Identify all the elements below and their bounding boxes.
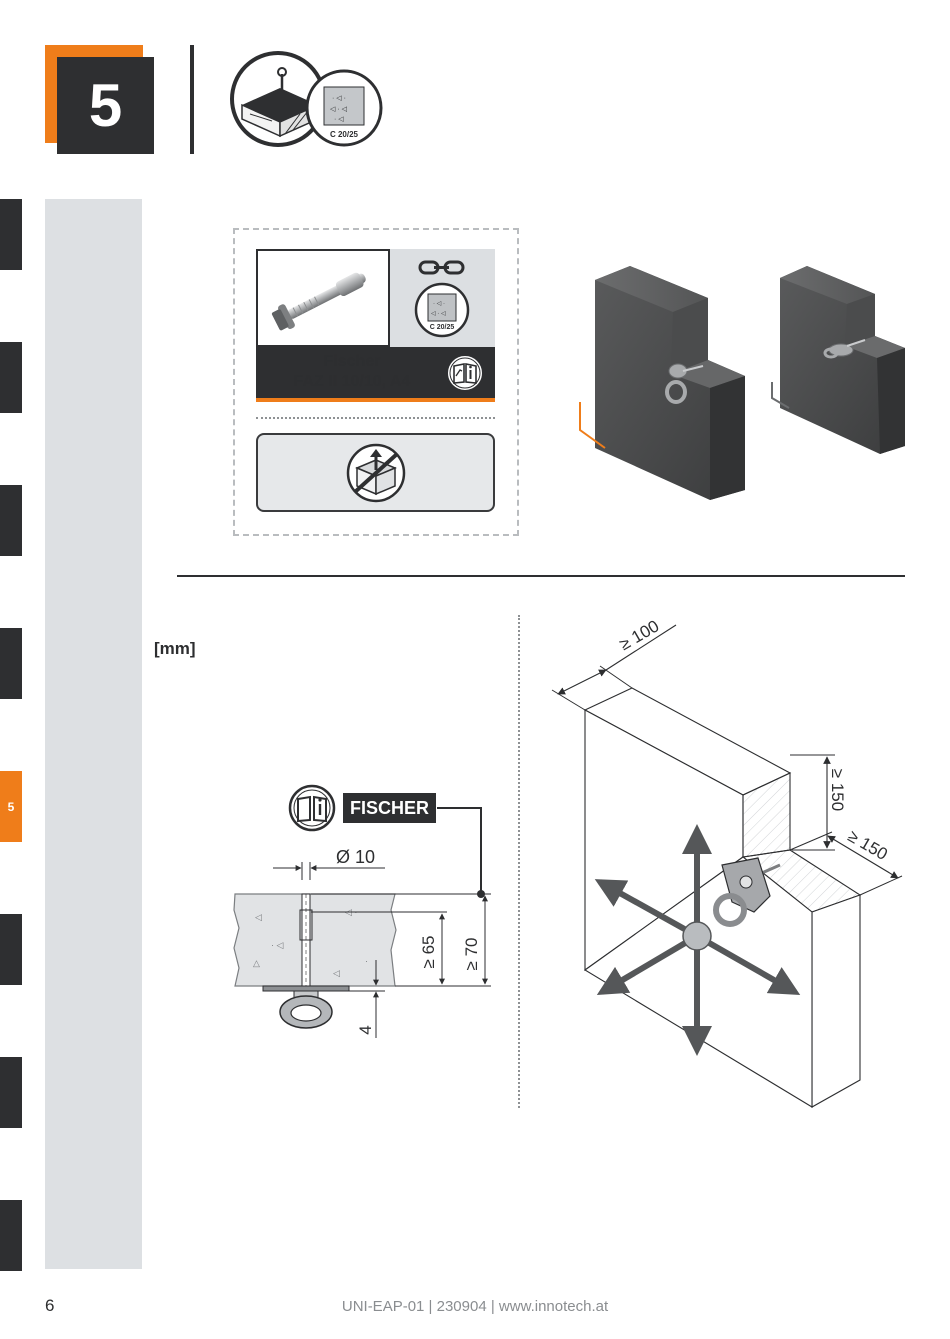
svg-text:◁: ◁ — [333, 968, 340, 978]
side-tab[interactable] — [0, 914, 22, 985]
svg-text:◁: ◁ — [255, 912, 262, 922]
svg-text:· ◁: · ◁ — [271, 940, 283, 950]
anchor-eye-icon — [713, 857, 781, 927]
anchor-eye-icon — [823, 339, 866, 359]
anchor-photo — [256, 249, 390, 347]
block-wall-corner — [579, 266, 745, 500]
drill-depth-label: ≥ 70 — [462, 938, 481, 971]
page-number: 6 — [45, 1296, 55, 1315]
anchor-eye-icon — [665, 363, 704, 404]
dotted-separator — [256, 417, 495, 419]
concrete-ceiling-icon: · ◁ · ◁ · ◁ · ◁ C 20/25 — [230, 51, 383, 147]
section-divider — [177, 575, 905, 577]
header-divider — [190, 45, 194, 154]
concrete-slab — [233, 893, 397, 987]
not-included-icon — [346, 443, 406, 503]
concrete-grade-label: C 20/25 — [330, 130, 359, 139]
side-tab[interactable]: 5 — [0, 771, 22, 842]
side-tab[interactable] — [0, 628, 22, 699]
product-name: Fischer FAZ II 10/10, A4 — [262, 352, 442, 392]
anchor-bolt-icon — [271, 272, 366, 331]
manual-icon — [288, 784, 336, 832]
plate-gap-label: 4 — [356, 1025, 375, 1034]
anchor-section-drawing: Ø 10 ◁ ◁ · · ◁ △ ◁ · ≥ 65 ≥ 70 4 — [233, 784, 491, 1038]
svg-text:·: · — [365, 956, 368, 966]
diameter-label: Ø 10 — [336, 847, 375, 867]
product-concrete-grade: C 20/25 — [430, 324, 455, 331]
drawing-column-divider — [518, 615, 520, 1108]
svg-text:△: △ — [253, 958, 260, 968]
concrete-grade-icon: · ◁ · ◁ · ◁ C 20/25 — [414, 282, 470, 338]
side-tab[interactable] — [0, 1057, 22, 1128]
product-frame — [233, 228, 519, 536]
fischer-callout-label: FISCHER — [343, 793, 436, 823]
side-tab[interactable] — [0, 199, 22, 270]
side-tab[interactable] — [0, 485, 22, 556]
step-number: 5 — [57, 57, 154, 154]
svg-text:◁ · ◁: ◁ · ◁ — [330, 106, 348, 113]
side-panel — [45, 199, 142, 1269]
edge-right-label: ≥ 150 — [845, 826, 891, 864]
concrete-block-illustrations — [579, 266, 905, 500]
edge-distance-drawing: ≥ 100 ≥ 150 ≥ 150 — [551, 616, 903, 1108]
manual-icon — [446, 354, 484, 392]
document-reference: UNI-EAP-01 | 230904 | www.innotech.at — [341, 1298, 609, 1315]
unit-label: [mm] — [154, 639, 196, 658]
block-wall-underside — [771, 266, 905, 454]
product-accent-line — [256, 398, 495, 402]
chain-link-icon — [418, 260, 465, 275]
product-brand: Fischer — [323, 353, 381, 370]
embed-depth-label: ≥ 65 — [419, 936, 438, 969]
svg-text:· ◁: · ◁ — [334, 116, 344, 123]
load-direction-arrows — [594, 824, 801, 1056]
edge-side-label: ≥ 150 — [828, 769, 847, 811]
product-model: FAZ II 10/10, A4 — [293, 373, 411, 390]
svg-text:◁ · ◁: ◁ · ◁ — [431, 311, 446, 317]
svg-text:· ◁ ·: · ◁ · — [332, 95, 346, 102]
svg-text:· ◁ ·: · ◁ · — [433, 301, 445, 307]
side-tab[interactable] — [0, 1200, 22, 1271]
certification-cell: · ◁ · ◁ · ◁ C 20/25 — [390, 249, 495, 347]
side-tab[interactable] — [0, 342, 22, 413]
